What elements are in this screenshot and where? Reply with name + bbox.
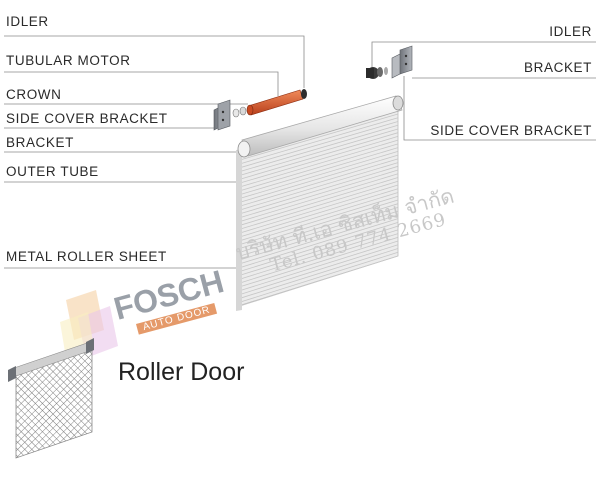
tubular-motor-illustration	[246, 89, 307, 116]
label-bracket-right: BRACKET	[524, 60, 592, 75]
leader-idler-left	[4, 35, 305, 88]
sheet-slat-line	[239, 188, 399, 238]
brand-logo-blocks	[60, 290, 118, 358]
sheet-slat-line	[239, 165, 399, 215]
right-idler-illustration	[366, 67, 388, 79]
leader-lines-left	[4, 35, 305, 269]
label-outer-tube: OUTER TUBE	[6, 164, 99, 179]
leader-idler-right	[371, 41, 596, 70]
leader-tubular-motor	[4, 71, 279, 96]
sheet-slat-line	[239, 169, 399, 219]
sheet-slat-line	[239, 147, 399, 195]
sheet-slat-line	[239, 225, 399, 276]
sheet-slat-line	[239, 173, 399, 222]
left-bracket-illustration	[213, 99, 231, 131]
sheet-slat-line	[239, 240, 399, 292]
right-bracket-illustration	[391, 45, 413, 79]
diagram-caption: Roller Door	[118, 358, 245, 386]
sheet-slat-line	[239, 210, 399, 261]
label-idler-right: IDLER	[549, 24, 592, 39]
sheet-slat-line	[239, 150, 399, 199]
label-idler-left: IDLER	[6, 14, 49, 29]
leader-side-cover-bracket-right	[403, 76, 596, 141]
label-metal-roller-sheet: METAL ROLLER SHEET	[6, 249, 167, 264]
mesh-door-illustration	[8, 338, 94, 459]
sheet-slat-line	[239, 203, 399, 253]
label-crown: CROWN	[6, 87, 62, 102]
sheet-slat-line	[239, 154, 399, 203]
sheet-slat-line	[239, 180, 399, 230]
sheet-slat-line	[239, 236, 399, 288]
sheet-slat-line	[239, 121, 399, 169]
label-bracket-left: BRACKET	[6, 135, 74, 150]
sheet-slat-line	[239, 233, 399, 284]
sheet-slat-line	[239, 244, 399, 295]
sheet-slat-line	[239, 143, 399, 192]
sheet-slat-line	[239, 139, 399, 188]
sheet-slat-line	[239, 177, 399, 226]
sheet-slat-line	[239, 195, 399, 245]
sheet-slat-line	[239, 248, 399, 299]
sheet-slat-line	[239, 162, 399, 211]
sheet-slat-line	[239, 113, 399, 161]
sheet-slat-line	[239, 184, 399, 234]
label-side-cover-bracket-right: SIDE COVER BRACKET	[430, 123, 592, 138]
sheet-slat-line	[239, 218, 399, 268]
label-tubular-motor: TUBULAR MOTOR	[6, 53, 131, 68]
sheet-slat-line	[239, 117, 399, 165]
sheet-slat-line	[239, 229, 399, 280]
sheet-slat-line	[239, 192, 399, 242]
sheet-slat-line	[239, 255, 399, 307]
sheet-slat-line	[239, 136, 399, 184]
sheet-slat-line	[239, 251, 399, 303]
sheet-slat-line	[239, 207, 399, 257]
sheet-slat-line	[239, 214, 399, 265]
sheet-slat-line	[239, 132, 399, 180]
sheet-slat-line	[239, 158, 399, 207]
outer-tube-illustration	[237, 95, 404, 158]
sheet-slat-line	[239, 124, 399, 172]
leader-lines-right	[371, 41, 596, 141]
sheet-slat-line	[239, 128, 399, 176]
label-side-cover-bracket-left: SIDE COVER BRACKET	[6, 111, 168, 126]
crown-illustration	[232, 106, 247, 118]
sheet-slat-line	[239, 199, 399, 249]
metal-roller-sheet-illustration	[236, 105, 399, 311]
sheet-slat-line	[239, 221, 399, 272]
